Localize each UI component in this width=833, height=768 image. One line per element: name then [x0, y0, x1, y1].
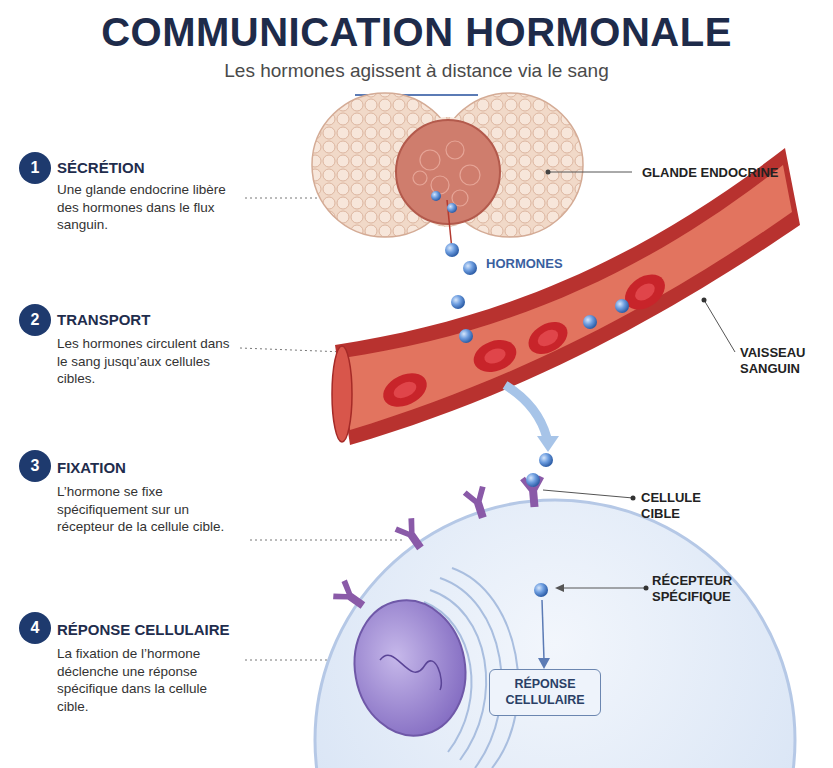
response-box: RÉPONSE CELLULAIRE [489, 669, 601, 716]
leader-dot [702, 298, 707, 303]
leader-line [548, 172, 632, 173]
leader-line [543, 490, 633, 498]
gland-section [396, 120, 500, 224]
subtitle: Les hormones agissent à distance via le … [0, 60, 833, 82]
cell-nucleus [344, 591, 476, 744]
part-label: VAISSEAU SANGUIN [740, 345, 828, 378]
signal-arrow-head [538, 658, 550, 669]
leader-line [240, 348, 345, 352]
leader-line [245, 198, 330, 199]
step-heading: RÉPONSE CELLULAIRE [57, 621, 230, 638]
vessel-lumen [343, 165, 792, 430]
hormone-sphere [463, 261, 477, 275]
callout-number: 3 [19, 450, 51, 482]
hormone-sphere [451, 295, 465, 309]
part-label: GLANDE ENDOCRINE [642, 165, 779, 181]
part-label: HORMONES [486, 256, 563, 271]
step-description: Les hormones circulent dans le sang jusq… [57, 335, 235, 388]
node-text: 2 [31, 311, 40, 329]
hormone-sphere [447, 203, 457, 213]
callout-number: 1 [19, 152, 51, 184]
hormones [445, 243, 629, 343]
flow-arrow-head [537, 436, 559, 452]
part-label: RÉCEPTEUR SPÉCIFIQUE [652, 573, 762, 606]
target-cell [315, 453, 795, 768]
gland-tissue [413, 141, 480, 206]
part-label: CELLULE CIBLE [641, 490, 721, 523]
callout-number: 2 [19, 304, 51, 336]
receptor [331, 578, 370, 615]
diagram-title: COMMUNICATION HORMONALE [0, 10, 833, 55]
blood-vessel [332, 148, 800, 445]
receptor [393, 516, 430, 555]
node-text: 3 [31, 457, 40, 475]
step-description: L’hormone se fixe spécifiquement sur un … [57, 483, 243, 536]
step-description: La fixation de l’hormone déclenche une r… [57, 645, 239, 715]
leader-line [704, 300, 735, 352]
leader-dot [644, 586, 649, 591]
hormone-sphere [431, 191, 441, 201]
flow-arrow [505, 385, 547, 438]
leader-line [563, 588, 646, 589]
step-heading: SÉCRÉTION [57, 159, 145, 176]
bound-hormone [526, 473, 540, 487]
vessel-wall [335, 148, 800, 445]
hormone-sphere [583, 315, 597, 329]
receptors [331, 475, 547, 615]
step-heading: TRANSPORT [57, 311, 150, 328]
node-text: RÉPONSE CELLULAIRE [498, 676, 592, 709]
red-blood-cells [378, 267, 672, 413]
hormone-sphere [459, 329, 473, 343]
leader-dot [631, 496, 636, 501]
leader-line [250, 540, 402, 541]
leader-arrow-head [555, 584, 564, 592]
callout-number: 4 [19, 612, 51, 644]
hormone-sphere [615, 299, 629, 313]
vessel-opening [332, 346, 352, 442]
leader-dot [546, 170, 551, 175]
receptor [462, 485, 494, 522]
cell-membrane [315, 500, 795, 768]
step-heading: FIXATION [57, 459, 126, 476]
hormone-sphere [445, 243, 459, 257]
leader-line [245, 660, 340, 661]
step-description: Une glande endocrine libère des hormones… [57, 181, 235, 234]
signal-arrow [542, 600, 544, 660]
node-text: 1 [31, 159, 40, 177]
hormone-sphere [534, 583, 548, 597]
hormone-sphere [539, 453, 553, 467]
dna-strand [380, 655, 441, 690]
node-text: 4 [31, 619, 40, 637]
endocrine-gland [312, 93, 583, 250]
